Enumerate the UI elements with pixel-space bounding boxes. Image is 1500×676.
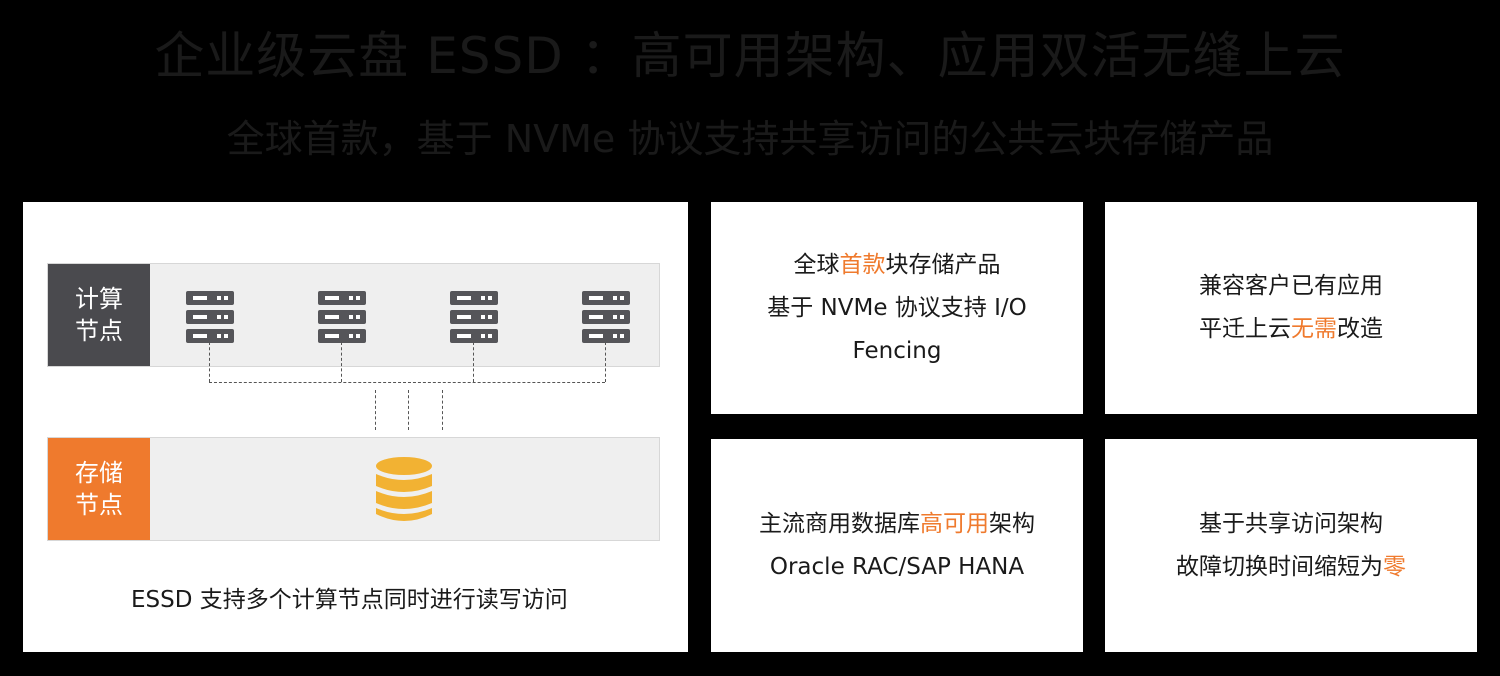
architecture-diagram-panel: 计算 节点 存储 节点	[23, 202, 688, 652]
storage-node-label-line2: 节点	[75, 491, 123, 519]
server-icon	[450, 291, 498, 343]
card-text: 改造	[1337, 316, 1383, 342]
card-text: 故障切换时间缩短为	[1176, 553, 1383, 580]
card-highlight: 零	[1383, 553, 1406, 580]
card-highlight: 首款	[839, 251, 886, 278]
connector-line	[442, 390, 443, 430]
card-text: 平迁上云	[1199, 316, 1291, 342]
card-highlight: 高可用	[920, 510, 989, 537]
feature-card-compatibility: 兼容客户已有应用 平迁上云无需改造	[1105, 202, 1477, 414]
card-line: Oracle RAC/SAP HANA	[769, 553, 1025, 580]
server-icon	[582, 291, 630, 343]
card-line: 全球首款块存储产品	[794, 244, 1001, 287]
connector-line	[605, 342, 606, 382]
compute-node-label-line1: 计算	[75, 285, 123, 313]
page-subtitle: 全球首款，基于 NVMe 协议支持共享访问的公共云块存储产品	[226, 117, 1274, 161]
card-text: 主流商用数据库	[759, 510, 920, 537]
storage-node-label: 存储 节点	[48, 438, 150, 540]
connector-line	[375, 390, 376, 430]
storage-node-label-line1: 存储	[75, 459, 123, 487]
connector-line	[341, 342, 342, 382]
card-highlight: 无需	[1291, 316, 1337, 342]
card-line: 平迁上云无需改造	[1199, 308, 1383, 351]
connector-line	[209, 342, 210, 382]
card-text: 全球	[793, 251, 840, 278]
feature-card-first-product: 全球首款块存储产品 基于 NVMe 协议支持 I/O Fencing	[711, 202, 1083, 414]
storage-node-row: 存储 节点	[47, 437, 660, 541]
connector-line	[408, 390, 409, 430]
card-line: 主流商用数据库高可用架构	[759, 503, 1035, 546]
compute-node-row: 计算 节点	[47, 263, 660, 367]
card-line: Fencing	[852, 337, 942, 364]
compute-node-label: 计算 节点	[48, 264, 150, 366]
server-icon	[318, 291, 366, 343]
card-text: 块存储产品	[885, 251, 1001, 278]
connector-line	[473, 342, 474, 382]
diagram-caption: ESSD 支持多个计算节点同时进行读写访问	[131, 587, 568, 613]
server-icon	[186, 291, 234, 343]
connector-bus	[209, 382, 605, 383]
database-icon	[376, 457, 432, 521]
card-line: 基于 NVMe 协议支持 I/O	[767, 294, 1027, 321]
feature-card-failover: 基于共享访问架构 故障切换时间缩短为零	[1105, 439, 1477, 652]
compute-node-label-line2: 节点	[75, 317, 123, 345]
page-title: 企业级云盘 ESSD ：高可用架构、应用双活无缝上云	[154, 27, 1346, 85]
feature-card-high-availability: 主流商用数据库高可用架构 Oracle RAC/SAP HANA	[711, 439, 1083, 652]
card-line: 基于共享访问架构	[1199, 510, 1383, 537]
card-text: 架构	[989, 510, 1035, 537]
card-line: 故障切换时间缩短为零	[1176, 546, 1406, 589]
card-line: 兼容客户已有应用	[1199, 273, 1383, 299]
